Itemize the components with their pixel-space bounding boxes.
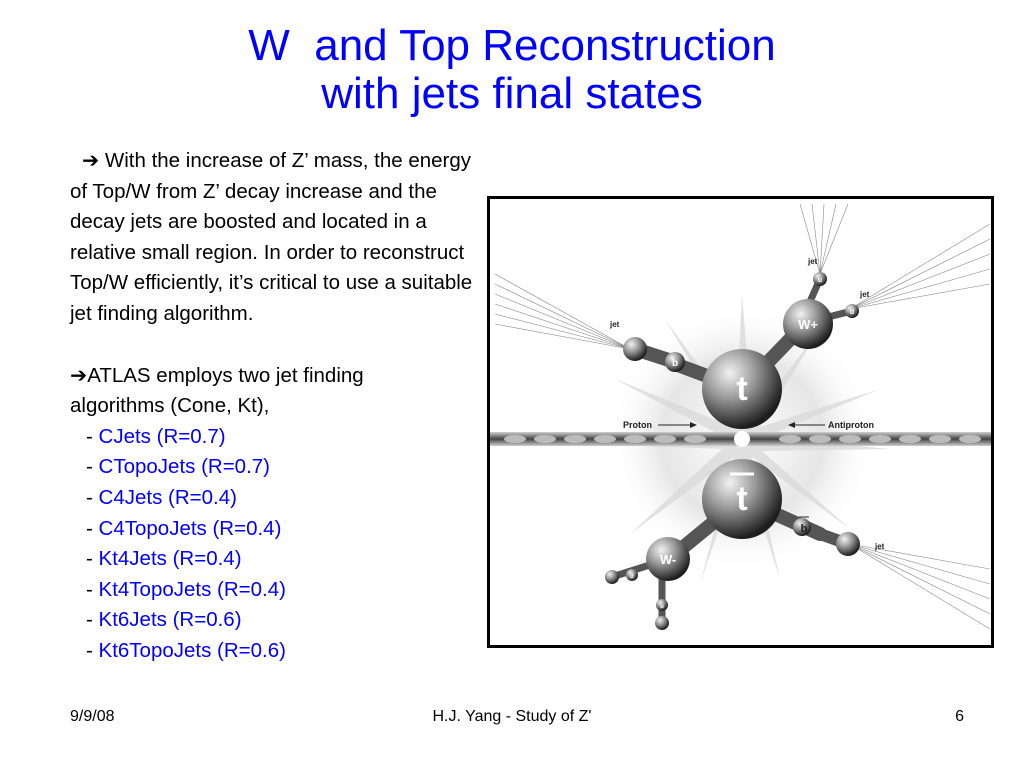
slide-body: ➔ With the increase of Z’ mass, the ener… [70, 145, 490, 667]
algorithm-name: Kt4TopoJets (R=0.4) [98, 577, 286, 601]
algorithm-item: - Kt6TopoJets (R=0.6) [86, 638, 286, 662]
paragraph-1: ➔ With the increase of Z’ mass, the ener… [70, 145, 490, 330]
algorithm-item: - Kt6Jets (R=0.6) [86, 608, 242, 632]
footer-date: 9/9/08 [70, 708, 115, 725]
ubar-quark-ball [656, 599, 668, 611]
algorithm-name: CTopoJets (R=0.7) [98, 455, 271, 479]
algorithm-name: C4TopoJets (R=0.4) [98, 516, 282, 540]
paragraph-2-line-1: ATLAS employs two jet finding [87, 363, 364, 387]
algorithm-list: - CJets (R=0.7) - CTopoJets (R=0.7) - C4… [70, 422, 490, 667]
proton-label: Proton [623, 420, 652, 430]
w-plus-ball [783, 299, 833, 349]
paragraph-2: ➔ATLAS employs two jet finding algorithm… [70, 360, 490, 422]
d-quark-ball [626, 569, 638, 581]
paragraph-2-line-2: algorithms (Cone, Kt), [70, 394, 270, 418]
antiproton-label: Antiproton [828, 420, 874, 430]
w-minus-ball [646, 537, 690, 581]
algorithm-name: C4Jets (R=0.4) [98, 485, 237, 509]
arrow-icon: ➔ [82, 148, 100, 172]
arrow-icon: ➔ [70, 362, 88, 387]
top-quark-ball [702, 349, 782, 429]
slide-number: 6 [955, 708, 964, 725]
algorithm-name: Kt6Jets (R=0.6) [98, 608, 242, 632]
algorithm-item: - CTopoJets (R=0.7) [86, 455, 271, 479]
jet-label: jet [807, 257, 818, 266]
u-quark-ball [813, 272, 827, 286]
beam-line [490, 431, 991, 447]
diagram-svg: Proton Antiproton [490, 203, 991, 630]
top-pair-production-diagram: Proton Antiproton [487, 196, 994, 648]
top-label: t [736, 370, 747, 408]
algorithm-item: - Kt4TopoJets (R=0.4) [86, 577, 286, 601]
paragraph-1-text: With the increase of Z’ mass, the energy… [70, 149, 473, 325]
dbar-label: d [850, 309, 854, 316]
jet-lines [494, 203, 991, 630]
ubar-label: u [660, 604, 664, 610]
b-jet-ball [623, 337, 647, 361]
b-label: b [672, 358, 678, 369]
jet-label: jet [859, 290, 870, 299]
antitop-label: t [736, 480, 747, 518]
algorithm-item: - CJets (R=0.7) [86, 424, 226, 448]
jet-label: jet [609, 320, 620, 329]
bbar-label: b [801, 523, 808, 535]
u-label: u [818, 277, 822, 284]
algorithm-item: - C4TopoJets (R=0.4) [86, 516, 282, 540]
antitop-quark-ball [702, 459, 782, 539]
algorithm-item: - C4Jets (R=0.4) [86, 485, 237, 509]
title-line-1: W and Top Reconstruction [248, 21, 776, 70]
algorithm-name: CJets (R=0.7) [98, 424, 226, 448]
bbar-quark-ball [793, 518, 811, 536]
jet-label: jet [874, 542, 885, 551]
w-minus-label: W- [660, 552, 676, 567]
title-line-2: with jets final states [321, 69, 703, 118]
b-quark-ball [665, 352, 685, 372]
d-label: d [630, 574, 634, 580]
slide-title: W and Top Reconstruction with jets final… [0, 22, 1024, 118]
w-plus-label: W+ [798, 317, 818, 332]
algorithm-item: - Kt4Jets (R=0.4) [86, 547, 242, 571]
ubar-jet-ball [655, 616, 669, 630]
bbar-jet-ball [836, 532, 860, 556]
dbar-quark-ball [845, 304, 859, 318]
algorithm-name: Kt6TopoJets (R=0.6) [98, 638, 286, 662]
footer-author: H.J. Yang - Study of Z' [432, 708, 592, 725]
d-jet-ball [605, 570, 619, 584]
algorithm-name: Kt4Jets (R=0.4) [98, 547, 242, 571]
